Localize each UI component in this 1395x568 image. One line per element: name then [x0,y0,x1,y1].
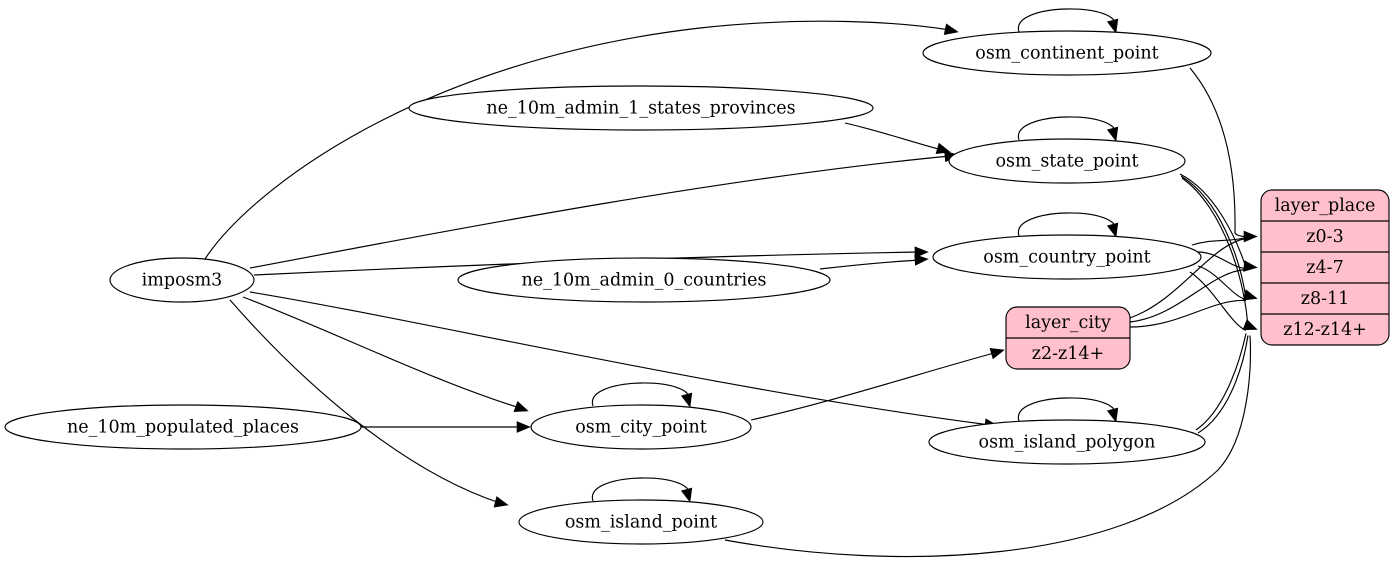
node-label-ne_10m_populated_places: ne_10m_populated_places [67,418,299,438]
node-label-ne_10m_admin_1_states_provinces: ne_10m_admin_1_states_provinces [486,99,795,119]
node-osm_country_point[interactable]: osm_country_point [932,234,1202,280]
edge-arrowhead [1106,126,1119,142]
edge-osm_island_polygon-layer_place-z12-z14-b [1197,335,1249,434]
node-ellipse-osm_island_polygon[interactable] [928,419,1206,465]
edge-osm_continent_point-layer_place-z0-3 [1189,67,1247,238]
node-ellipse-ne_10m_admin_1_states_provinces[interactable] [408,85,874,131]
edge-osm_state_point-layer_place-z4-7 [1179,173,1247,268]
record-box-layer_place[interactable] [1260,189,1390,346]
edge-osm_country_point-layer_place-z12-z14 [1189,271,1247,332]
edge-osm_island_polygon-layer_place-z12-z14 [1195,333,1247,431]
edge-countries-osm_country_point [819,259,921,270]
edge-arrowhead [1242,319,1258,330]
node-osm_state_point[interactable]: osm_state_point [948,138,1186,184]
edge-arrowhead [943,23,959,35]
edge-self-osm_continent_point [1018,8,1116,33]
records-layer: layer_place z0-3 z4-7 z8-11 z12-z14+ layer_ci… [1005,189,1390,370]
edge-imposm3-osm_city_point [242,296,521,409]
edge-osm_state_point-layer_place-z8-11 [1180,175,1247,299]
edge-imposm3-osm_island_point [229,299,501,504]
edge-osm_state_point-layer_place-z12-z14 [1181,177,1249,330]
edge-arrowhead [1106,407,1119,423]
edge-imposm3-osm_island_polygon [249,291,991,426]
edge-layer_city-layer_place-z0-3 [1129,237,1247,319]
edge-arrowhead [989,348,1005,360]
node-osm_island_point[interactable]: osm_island_point [518,499,764,545]
node-ellipse-osm_city_point[interactable] [530,404,752,450]
node-ne_10m_admin_0_countries[interactable]: ne_10m_admin_0_countries [457,257,831,303]
node-label-osm_continent_point: osm_continent_point [975,44,1158,64]
edge-osm_country_point-layer_place-z8-11 [1197,265,1247,301]
node-ellipse-osm_state_point[interactable] [948,138,1186,184]
node-ellipse-osm_country_point[interactable] [932,234,1202,280]
record-row-layer_place-2[interactable]: z4-7 [1306,258,1343,278]
edge-arrowhead [1106,18,1119,34]
nodes-layer: imposm3 ne_10m_admin_1_states_provincesne… [4,30,1212,545]
node-ne_10m_admin_1_states_provinces[interactable]: ne_10m_admin_1_states_provinces [408,85,874,131]
node-label-ne_10m_admin_0_countries: ne_10m_admin_0_countries [522,271,767,291]
edge-self-osm_island_point [592,477,690,502]
node-label-osm_state_point: osm_state_point [995,152,1138,172]
edge-imposm3-osm_continent_point [204,20,951,260]
edge-osm_island_point-layer_place-z12-z14 [724,335,1251,558]
edge-arrowhead [680,392,693,408]
edge-self-osm_island_polygon [1018,397,1116,422]
node-osm_city_point[interactable]: osm_city_point [530,404,752,450]
edge-osm_country_point-layer_place-z4-7 [1197,251,1247,270]
edge-imposm3-osm_state_point [249,155,951,269]
edge-self-osm_country_point [1018,212,1116,237]
node-ellipse-ne_10m_populated_places[interactable] [4,404,362,450]
edge-layer_city-layer_place-z8-11 [1129,299,1247,328]
record-row-layer_place-3[interactable]: z8-11 [1301,289,1350,309]
edge-arrowhead [680,487,693,503]
edge-osm_city_point-layer_city-z2-z14 [750,351,999,421]
node-label-osm_island_polygon: osm_island_polygon [979,433,1156,453]
edge-osm_country_point-layer_place-z0-3 [1191,236,1247,246]
edge-self-osm_state_point [1018,116,1116,141]
record-node-layer_place[interactable]: layer_place z0-3 z4-7 z8-11 z12-z14+ [1260,189,1390,346]
record-node-layer_city[interactable]: layer_city z2-z14+ [1005,306,1131,370]
node-label-osm_island_point: osm_island_point [565,513,717,533]
record-row-layer_place-4[interactable]: z12-z14+ [1283,320,1367,340]
record-row-layer_city-1[interactable]: z2-z14+ [1032,344,1104,364]
node-ellipse-osm_continent_point[interactable] [922,30,1212,76]
edge-arrowhead [513,400,529,412]
record-row-layer_city-0[interactable]: layer_city [1025,313,1111,333]
node-label-osm_city_point: osm_city_point [575,418,707,438]
record-row-layer_place-0[interactable]: layer_place [1275,196,1376,216]
edge-arrowhead [1106,222,1119,238]
edge-arrowhead [914,254,929,266]
node-label-osm_country_point: osm_country_point [983,248,1150,268]
node-ellipse-imposm3[interactable] [109,257,255,303]
edge-arrowhead [935,142,951,154]
node-ne_10m_populated_places[interactable]: ne_10m_populated_places [4,404,362,450]
edge-arrowhead [493,496,509,508]
node-osm_island_polygon[interactable]: osm_island_polygon [928,419,1206,465]
node-ellipse-ne_10m_admin_0_countries[interactable] [457,257,831,303]
edge-arrowhead [1243,230,1258,243]
edge-arrowhead [914,246,929,259]
edge-arrowhead [1242,289,1258,301]
edge-self-osm_city_point [592,382,690,407]
edge-layer_city-layer_place-z4-7 [1129,268,1247,323]
node-label-imposm3: imposm3 [142,271,223,291]
node-osm_continent_point[interactable]: osm_continent_point [922,30,1212,76]
record-row-layer_place-1[interactable]: z0-3 [1306,227,1343,247]
edge-states_provinces-osm_state_point [844,122,943,151]
edge-arrowhead [516,421,531,433]
node-imposm3[interactable]: imposm3 [109,257,255,303]
node-ellipse-osm_island_point[interactable] [518,499,764,545]
edge-arrowhead [1243,260,1258,272]
